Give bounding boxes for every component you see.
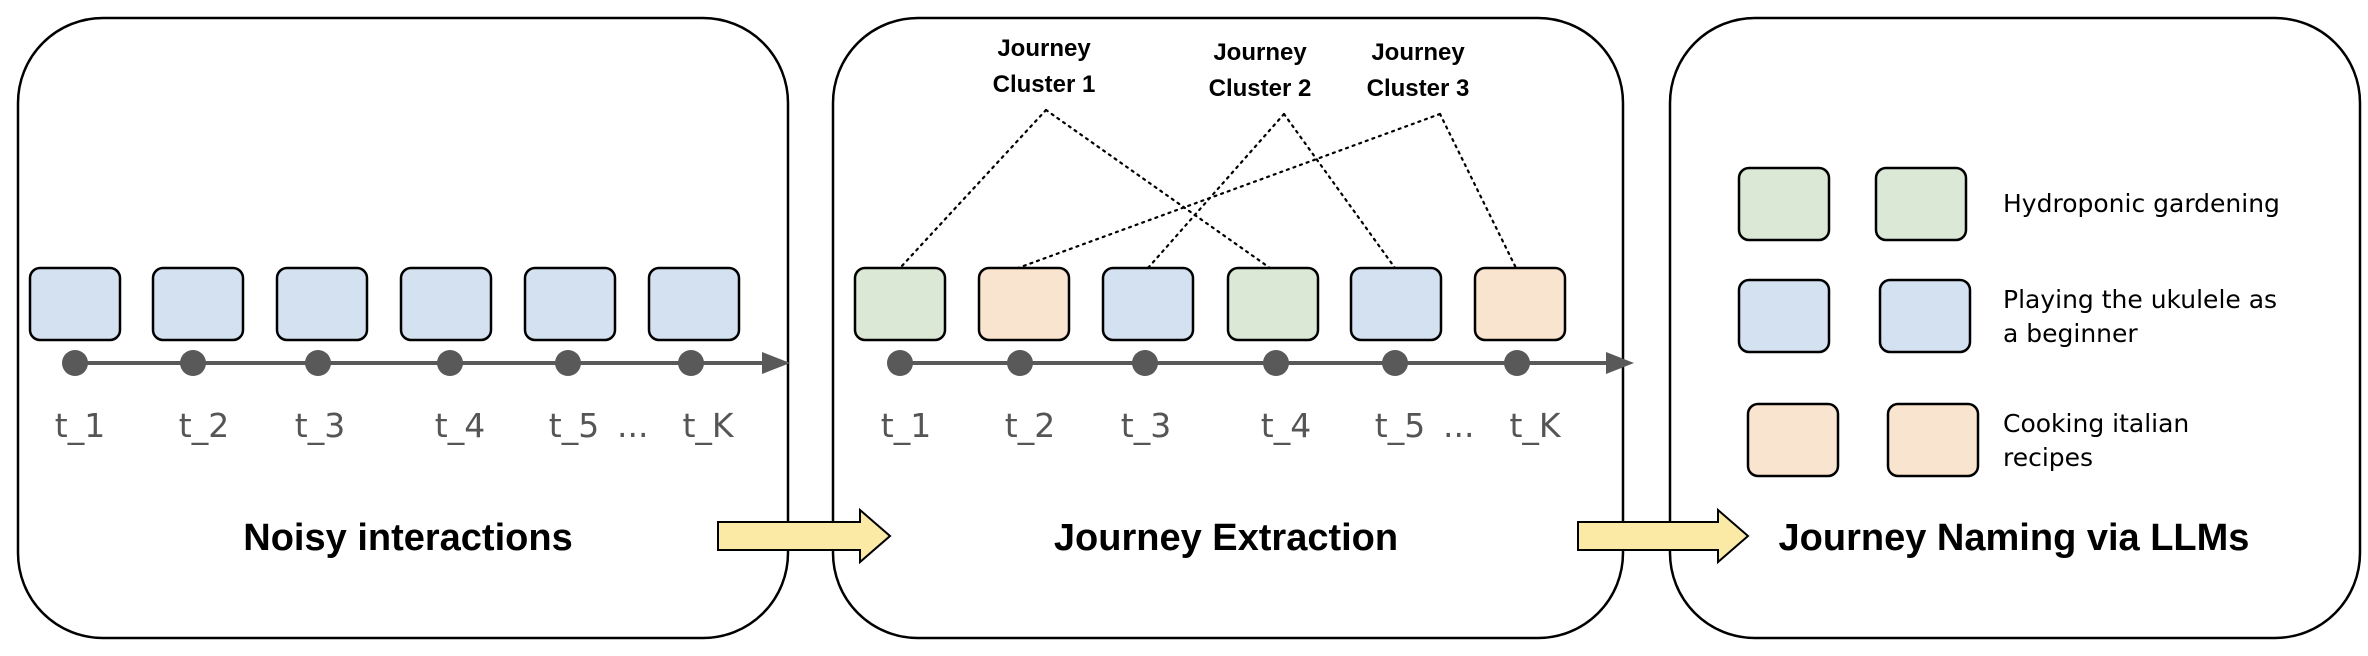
panel2-time-label-2: t_2 [1005, 406, 1055, 445]
panel1-dot-6 [678, 350, 704, 376]
panel2-dot-5 [1382, 350, 1408, 376]
panel1-dot-1 [62, 350, 88, 376]
panel2-blocks [853, 266, 1567, 342]
journey-2-block-left [1737, 278, 1831, 354]
panel2-block-1 [853, 266, 947, 342]
panel2-timeline-dots [887, 350, 1530, 376]
panel2-dot-3 [1132, 350, 1158, 376]
cluster-1-connector-t1 [898, 108, 1048, 270]
flow-arrow-2 [1577, 507, 1750, 565]
panel1-time-labels: t_1 t_2 t_3 t_4 t_5 t_K [55, 406, 735, 445]
panel1-block-5 [523, 266, 617, 342]
journey-1-block-left [1737, 166, 1831, 242]
panel-journey-naming [1668, 16, 2362, 640]
panel2-block-2 [977, 266, 1071, 342]
panel1-title: Noisy interactions [243, 517, 572, 559]
panel1-time-label-2: t_2 [179, 406, 229, 445]
panel1-block-4 [399, 266, 493, 342]
panel1-dot-5 [555, 350, 581, 376]
panel1-time-label-6: t_K [682, 406, 734, 445]
cluster-3-connector-t6 [1438, 112, 1518, 270]
cluster-1-label-line1: Journey [997, 35, 1091, 62]
journey-3-name-line1: Cooking italian [2003, 409, 2189, 438]
panel2-ellipsis: ... [1443, 406, 1474, 445]
journey-3-block-left [1746, 402, 1840, 478]
panel2-time-label-5: t_5 [1375, 406, 1425, 445]
panel2-time-label-4: t_4 [1261, 406, 1311, 445]
panel1-time-label-1: t_1 [55, 406, 105, 445]
panel1-block-3 [275, 266, 369, 342]
panel1-time-label-3: t_3 [295, 406, 345, 445]
panel3-title: Journey Naming via LLMs [1779, 517, 2250, 559]
panel2-time-label-1: t_1 [881, 406, 931, 445]
cluster-3-label-line2: Cluster 3 [1367, 75, 1470, 102]
journey-1-block-right [1874, 166, 1968, 242]
flow-arrow-1 [717, 507, 892, 565]
cluster-2-label-line2: Cluster 2 [1209, 75, 1312, 102]
panel2-time-label-6: t_K [1509, 406, 1561, 445]
panel1-dot-3 [305, 350, 331, 376]
panel1-dot-2 [180, 350, 206, 376]
journey-2-block-right [1878, 278, 1972, 354]
cluster-2-label-line1: Journey [1213, 39, 1307, 66]
panel1-blocks [28, 266, 741, 342]
panel2-block-4 [1226, 266, 1320, 342]
panel1-block-2 [151, 266, 245, 342]
panel1-block-1 [28, 266, 122, 342]
cluster-2-connector-t3 [1146, 112, 1286, 270]
panel1-time-label-5: t_5 [549, 406, 599, 445]
journey-2-name-line2: a beginner [2003, 319, 2138, 348]
panel2-block-3 [1101, 266, 1195, 342]
cluster-1-label-line2: Cluster 1 [993, 71, 1096, 98]
journey-1-name-line1: Hydroponic gardening [2003, 189, 2280, 218]
panel1-block-6 [647, 266, 741, 342]
panel1-dot-4 [437, 350, 463, 376]
panel2-timeline-arrowhead [1606, 352, 1634, 374]
panel1-timeline-dots [62, 350, 704, 376]
journey-3-block-right [1886, 402, 1980, 478]
panel2-dot-1 [887, 350, 913, 376]
cluster-3-connector-t2 [1016, 112, 1442, 270]
panel2-dot-6 [1504, 350, 1530, 376]
panel2-dot-4 [1263, 350, 1289, 376]
cluster-3-label-line1: Journey [1371, 39, 1465, 66]
panel1-ellipsis: ... [617, 406, 648, 445]
panel2-title: Journey Extraction [1054, 517, 1398, 559]
panel2-dot-2 [1007, 350, 1033, 376]
panel2-cluster-connectors [898, 108, 1518, 270]
panel1-timeline-arrowhead [762, 352, 790, 374]
panel2-time-label-3: t_3 [1121, 406, 1171, 445]
journey-2-name-line1: Playing the ukulele as [2003, 285, 2277, 314]
panel2-block-6 [1473, 266, 1567, 342]
panel1-time-label-4: t_4 [435, 406, 485, 445]
panel2-block-5 [1349, 266, 1443, 342]
journey-3-name-line2: recipes [2003, 443, 2093, 472]
panel2-time-labels: t_1 t_2 t_3 t_4 t_5 t_K [881, 406, 1562, 445]
